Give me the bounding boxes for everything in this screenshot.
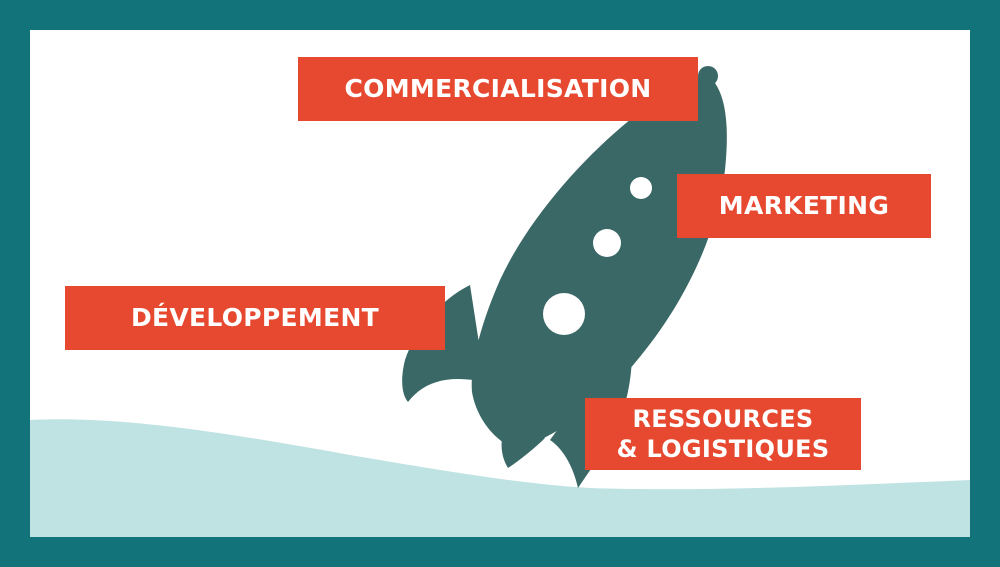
label-ressources-line1: RESSOURCES	[632, 405, 814, 433]
label-developpement-text: DÉVELOPPEMENT	[130, 303, 380, 333]
rocket-scene	[30, 66, 970, 537]
label-marketing-text: MARKETING	[718, 191, 890, 221]
ground-wave	[30, 419, 970, 537]
label-ressources-logistiques: RESSOURCES & LOGISTIQUES	[585, 398, 861, 470]
diagram-canvas: COMMERCIALISATION MARKETING DÉVELOPPEMEN…	[30, 30, 970, 537]
label-commercialisation-text: COMMERCIALISATION	[344, 74, 652, 104]
label-commercialisation: COMMERCIALISATION	[298, 57, 698, 121]
label-marketing: MARKETING	[677, 174, 931, 238]
window-large	[543, 293, 585, 335]
label-ressources-line2: & LOGISTIQUES	[616, 435, 830, 463]
window-medium	[593, 229, 621, 257]
window-small	[630, 177, 652, 199]
label-developpement: DÉVELOPPEMENT	[65, 286, 445, 350]
